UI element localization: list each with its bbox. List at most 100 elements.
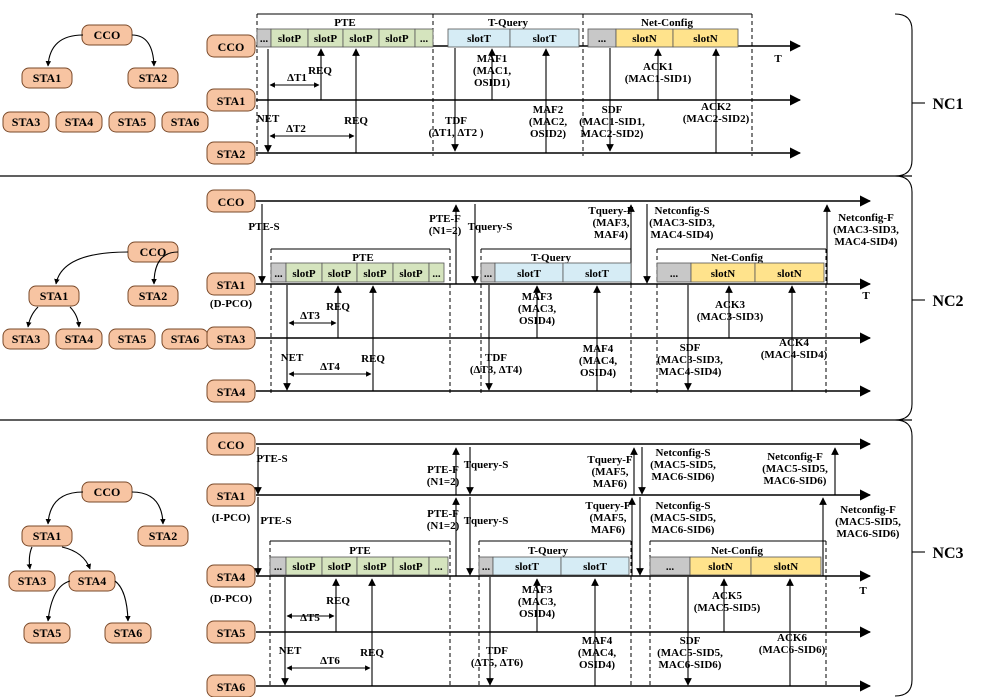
nc3-tree-sta6-label: STA6 [114,626,142,640]
nc1-netconfig-slot-label-2: slotN [693,33,718,45]
nc2-netconfig-slot-label-2: slotN [777,268,802,280]
nc1-ack1-line-1: (MAC1-SID1) [625,73,692,85]
nc1-bracket [894,13,913,177]
nc1-tree-sta6-box [161,111,209,133]
nc2-label: NC2 [932,293,963,310]
nc1-tree-sta6-label: STA6 [171,115,199,129]
nc2-row-cco-box [206,189,256,213]
nc2-tquery-s-label: Tquery-S [468,221,513,233]
nc1-dt1-label: ΔT1 [287,72,307,84]
nc2-maf3-line-0: MAF3 [522,291,553,303]
nc2-ack4-line-0: ACK4 [779,337,809,349]
nc2-sdf-line-1: (MAC3-SID3, [657,354,723,366]
nc2-tdf-line-0: TDF [485,352,507,364]
nc2-ack3-line-0: ACK3 [715,299,745,311]
nc3-netconfig-s-2-line-1: (MAC5-SID5, [650,512,716,524]
nc3-netconfig-f-2-line-1: (MAC5-SID5, [835,516,901,528]
nc3-netconfig-s-1-line-2: MAC6-SID6) [652,471,715,483]
nc3-tquery-slot-2 [560,556,630,576]
nc3-netconfig-slot-label-1: slotN [708,561,733,573]
nc1-pte-slot-label-1: slotP [278,33,302,45]
nc3-pte-f-1-line-0: PTE-F [427,464,459,476]
nc3-tree-sta2-label: STA2 [149,529,177,543]
nc2-tquery-slot-label-1: slotT [517,268,542,280]
nc3-tree-sta2-box [137,525,189,547]
nc3-tquery-slot-label-0: ... [482,561,491,573]
nc1-tree-sta1-box [21,67,73,89]
nc1-netconfig-slot-label-1: slotN [632,33,657,45]
nc2-tree-edge-cco-sta2 [151,251,179,285]
nc2-row-cco-label: CCO [218,195,245,209]
nc3-sdf-line-1: (MAC5-SID5, [657,647,723,659]
nc1-tdf-line-0: TDF [445,115,467,127]
nc3-pte-f-2-line-0: PTE-F [427,508,459,520]
nc2-net-label: NET [281,352,304,364]
nc3-tree-edge-sta1-sta3 [26,546,33,570]
nc3-time-label: T [859,585,867,597]
nc2-row-dpco: (D-PCO) [210,298,252,310]
nc3-netconfig-s-2-line-2: MAC6-SID6) [652,524,715,536]
nc2-maf4-line-2: OSID4) [580,367,616,379]
nc2-pte-f-line-1: (N1=2) [429,225,462,237]
nc3-tree-sta5-box [23,622,71,644]
nc1-netconfig-label: Net-Config [641,17,693,29]
nc2-netconfig-s-line-1: (MAC3-SID3, [649,217,715,229]
nc3-tquery-s-label-2: Tquery-S [464,515,509,527]
nc1-req2-label: REQ [344,115,368,127]
nc2-pte-slot-label-0: ... [274,268,283,280]
nc3-ack5-line-1: (MAC5-SID5) [694,602,761,614]
nc2-netconfig-s-line-2: MAC4-SID4) [651,229,714,241]
nc3-maf4-line-0: MAF4 [582,635,613,647]
nc2-time-label: T [862,290,870,302]
nc2-row-sta3-label: STA3 [217,332,245,346]
nc1-tree-sta4-label: STA4 [65,115,93,129]
nc3-dt6-label: ΔT6 [320,655,340,667]
nc1-tquery-slot-1 [509,28,580,48]
nc2-tree-sta1-label: STA1 [40,289,68,303]
nc3-maf3-line-2: OSID4) [519,608,555,620]
nc1-row-sta1-label: STA1 [217,94,245,108]
nc3-netconfig-s-1-line-0: Netconfig-S [656,447,711,459]
nc3-maf4-line-1: (MAC4, [578,647,616,659]
nc3-pte-slot-5 [428,556,449,576]
nc1-pte-slot-label-5: ... [420,33,429,45]
nc2-dt3-label: ΔT3 [300,310,320,322]
nc2-sdf-line-2: MAC4-SID4) [659,366,722,378]
nc3-row-sta6-label: STA6 [217,680,245,694]
nc3-netconfig-f-2-line-0: Netconfig-F [840,504,896,516]
nc1-tree-sta4-box [55,111,103,133]
nc1-tree-sta5-label: STA5 [118,115,146,129]
nc3-tquery-f-1-line-0: Tquery-F [587,454,633,466]
nc1-tquery-slot-label-0: slotT [467,33,492,45]
nc3-netconfig-f-1-line-0: Netconfig-F [767,451,823,463]
nc2-maf3-line-2: OSID4) [519,315,555,327]
nc1-tquery-slot-label-1: slotT [533,33,558,45]
nc2-pte-slot-5 [428,262,445,283]
nc3-tquery-f-1-line-2: MAF6) [593,478,628,490]
nc3-pte-label: PTE [349,545,370,557]
nc3-netconfig-label: Net-Config [711,545,763,557]
nc1-maf2-line-0: MAF2 [533,104,564,116]
nc3-ack6-line-0: ACK6 [777,632,807,644]
nc3-maf3-line-0: MAF3 [522,584,553,596]
nc2-row-sta4-label: STA4 [217,385,245,399]
nc3-sdf-line-2: MAC6-SID6) [659,659,722,671]
nc1-ack1-line-0: ACK1 [643,61,673,73]
nc1-pte-label: PTE [334,17,355,29]
nc1-net-label: NET [257,113,280,125]
nc2-pte-slot-label-2: slotP [328,268,352,280]
nc3-ack6-line-1: (MAC6-SID6) [759,644,826,656]
nc3-tree-cco-label: CCO [94,485,121,499]
nc3-row-ipco: (I-PCO) [212,512,251,524]
nc2-row-sta1-box [206,272,256,296]
nc3-row-sta1-label: STA1 [217,489,245,503]
nc2-req1-label: REQ [326,301,350,313]
nc1-tree-cco-label: CCO [94,28,121,42]
nc2-tree-sta5-box [108,328,156,350]
nc3-pte-f-1-line-1: (N1=2) [427,476,460,488]
nc3-row-dpco: (D-PCO) [210,593,252,605]
nc3-pte-s-label-1: PTE-S [256,453,287,465]
nc3-row-cco-box [206,432,256,456]
nc3-tree-edge-sta4-sta5 [45,580,71,622]
